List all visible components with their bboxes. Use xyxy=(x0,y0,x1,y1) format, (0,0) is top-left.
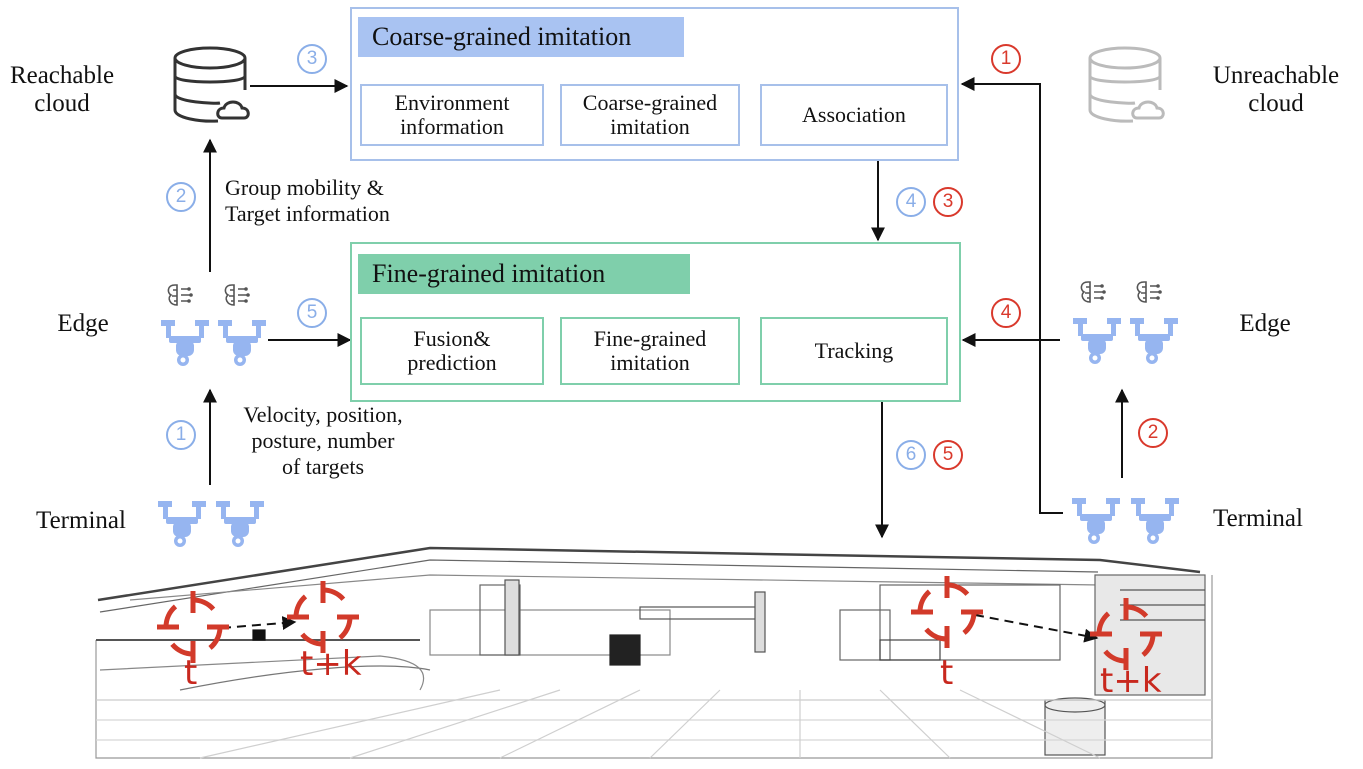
time-label-t-left: t xyxy=(184,653,198,693)
red-step-marker-5: 5 xyxy=(933,440,963,470)
terminal-drone-icon xyxy=(1131,498,1179,544)
red-step-marker-4: 4 xyxy=(991,298,1021,328)
edge-drone-icon xyxy=(218,320,266,366)
tracking-step: Tracking xyxy=(760,317,948,385)
brain-chip-icon xyxy=(167,284,194,306)
time-label-tk-right: t+k xyxy=(1100,661,1162,701)
database-cloud-icon xyxy=(1088,46,1165,123)
blue-step-marker-2: 2 xyxy=(166,182,196,212)
terminal-drone-icon xyxy=(1072,498,1120,544)
database-cloud-icon xyxy=(173,46,250,123)
environment-information-step: Environment information xyxy=(360,84,544,146)
time-label-tk-left: t+k xyxy=(300,644,362,684)
time-label-t-right: t xyxy=(940,653,954,693)
fine-grained-imitation-step: Fine-grained imitation xyxy=(560,317,740,385)
velocity-position-label: Velocity, position, posture, number of t… xyxy=(243,402,403,479)
coarse-grained-panel: Coarse-grained imitation Environment inf… xyxy=(350,7,959,161)
group-mobility-label: Group mobility & Target information xyxy=(225,175,390,226)
right-terminal-label: Terminal xyxy=(1213,505,1303,532)
coarse-grained-title: Coarse-grained imitation xyxy=(358,17,684,57)
fusion-prediction-step: Fusion& prediction xyxy=(360,317,544,385)
blue-step-marker-4: 4 xyxy=(896,187,926,217)
blue-step-marker-3: 3 xyxy=(297,44,327,74)
left-terminal-label: Terminal xyxy=(36,507,126,534)
coarse-grained-imitation-step: Coarse-grained imitation xyxy=(560,84,740,146)
brain-chip-icon xyxy=(1136,281,1163,303)
edge-drone-icon xyxy=(1130,318,1178,364)
red-step-marker-3: 3 xyxy=(933,187,963,217)
red-step-marker-1: 1 xyxy=(991,44,1021,74)
edge-drone-icon xyxy=(1073,318,1121,364)
red-step-marker-2: 2 xyxy=(1138,418,1168,448)
blue-step-marker-1: 1 xyxy=(166,420,196,450)
gas-station-scene xyxy=(95,546,1213,759)
crosshair-target-icon xyxy=(287,581,359,653)
edge-drone-icon xyxy=(161,320,209,366)
fine-grained-title: Fine-grained imitation xyxy=(358,254,690,294)
right-edge-label: Edge xyxy=(1239,310,1291,337)
connectors xyxy=(203,77,1129,643)
unreachable-cloud-label: Unreachable cloud xyxy=(1212,62,1340,117)
terminal-drone-icon xyxy=(216,501,264,547)
brain-chip-icon xyxy=(1080,281,1107,303)
left-edge-label: Edge xyxy=(57,310,109,337)
reachable-cloud-label: Reachable cloud xyxy=(9,62,115,117)
terminal-drone-icon xyxy=(158,501,206,547)
fine-grained-panel: Fine-grained imitation Fusion& predictio… xyxy=(350,242,961,402)
blue-step-marker-6: 6 xyxy=(896,440,926,470)
brain-chip-icon xyxy=(224,284,251,306)
blue-step-marker-5: 5 xyxy=(297,298,327,328)
crosshair-target-icon xyxy=(911,576,983,648)
association-step: Association xyxy=(760,84,948,146)
